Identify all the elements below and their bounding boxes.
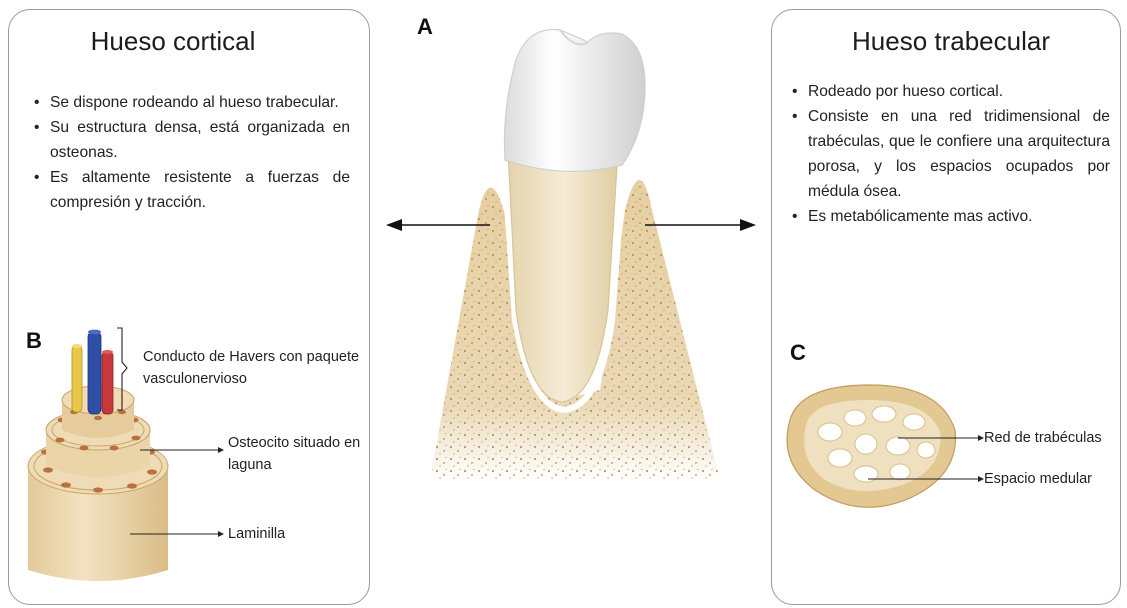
osteocito-label: Osteocito situado en laguna [228,432,368,476]
figure-letter-c: C [790,340,806,366]
arrow-to-trabecular [645,219,756,231]
figure-letter-a: A [417,14,433,40]
cortical-bullet: Es altamente resistente a fuerzas de com… [32,165,350,215]
cortical-bullet: Su estructura densa, está organizada en … [32,115,350,165]
trabecular-title: Hueso trabecular [786,26,1116,57]
red-trabeculas-label: Red de trabéculas [984,427,1102,449]
trabecular-bullet: Consiste en una red tridimensional de tr… [790,104,1110,204]
figure-letter-b: B [26,328,42,354]
neurovascular-bundle [72,330,113,414]
espacio-medular-label: Espacio medular [984,468,1092,490]
cortical-bullet-list: Se dispone rodeando al hueso trabecular.… [32,90,350,215]
cortical-title: Hueso cortical [8,26,338,57]
arrow-to-cortical [386,219,490,231]
trabecular-bullet: Rodeado por hueso cortical. [790,79,1110,104]
trabecular-bullet: Es metabólicamente mas activo. [790,204,1110,229]
cortical-bullet: Se dispone rodeando al hueso trabecular. [32,90,350,115]
tooth-in-bone-illustration [430,30,720,480]
trabecular-bullet-list: Rodeado por hueso cortical. Consiste en … [790,79,1110,229]
laminilla-label: Laminilla [228,523,285,545]
tooth-crown [504,30,645,172]
havers-label: Conducto de Havers con paquete vasculone… [143,346,363,390]
trabecular-cross-section [787,385,955,507]
